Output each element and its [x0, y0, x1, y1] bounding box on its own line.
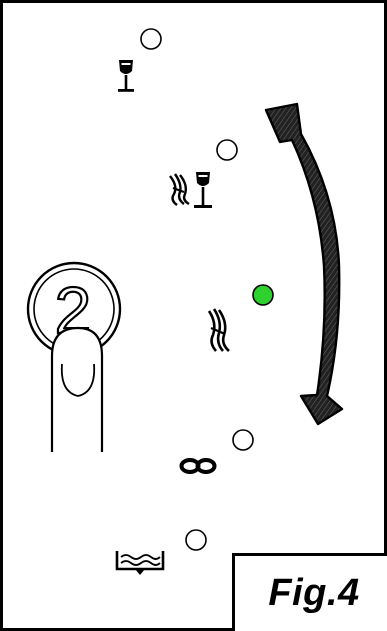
finger-icon	[52, 328, 102, 452]
figure-caption: Fig.4	[262, 572, 359, 615]
position-dot-2[interactable]	[217, 140, 237, 160]
figure-caption-box: Fig.4	[232, 553, 387, 631]
position-dot-3-active[interactable]	[253, 285, 273, 305]
position-dot-1[interactable]	[141, 29, 161, 49]
position-dot-4[interactable]	[233, 430, 253, 450]
position-dot-5[interactable]	[186, 530, 206, 550]
